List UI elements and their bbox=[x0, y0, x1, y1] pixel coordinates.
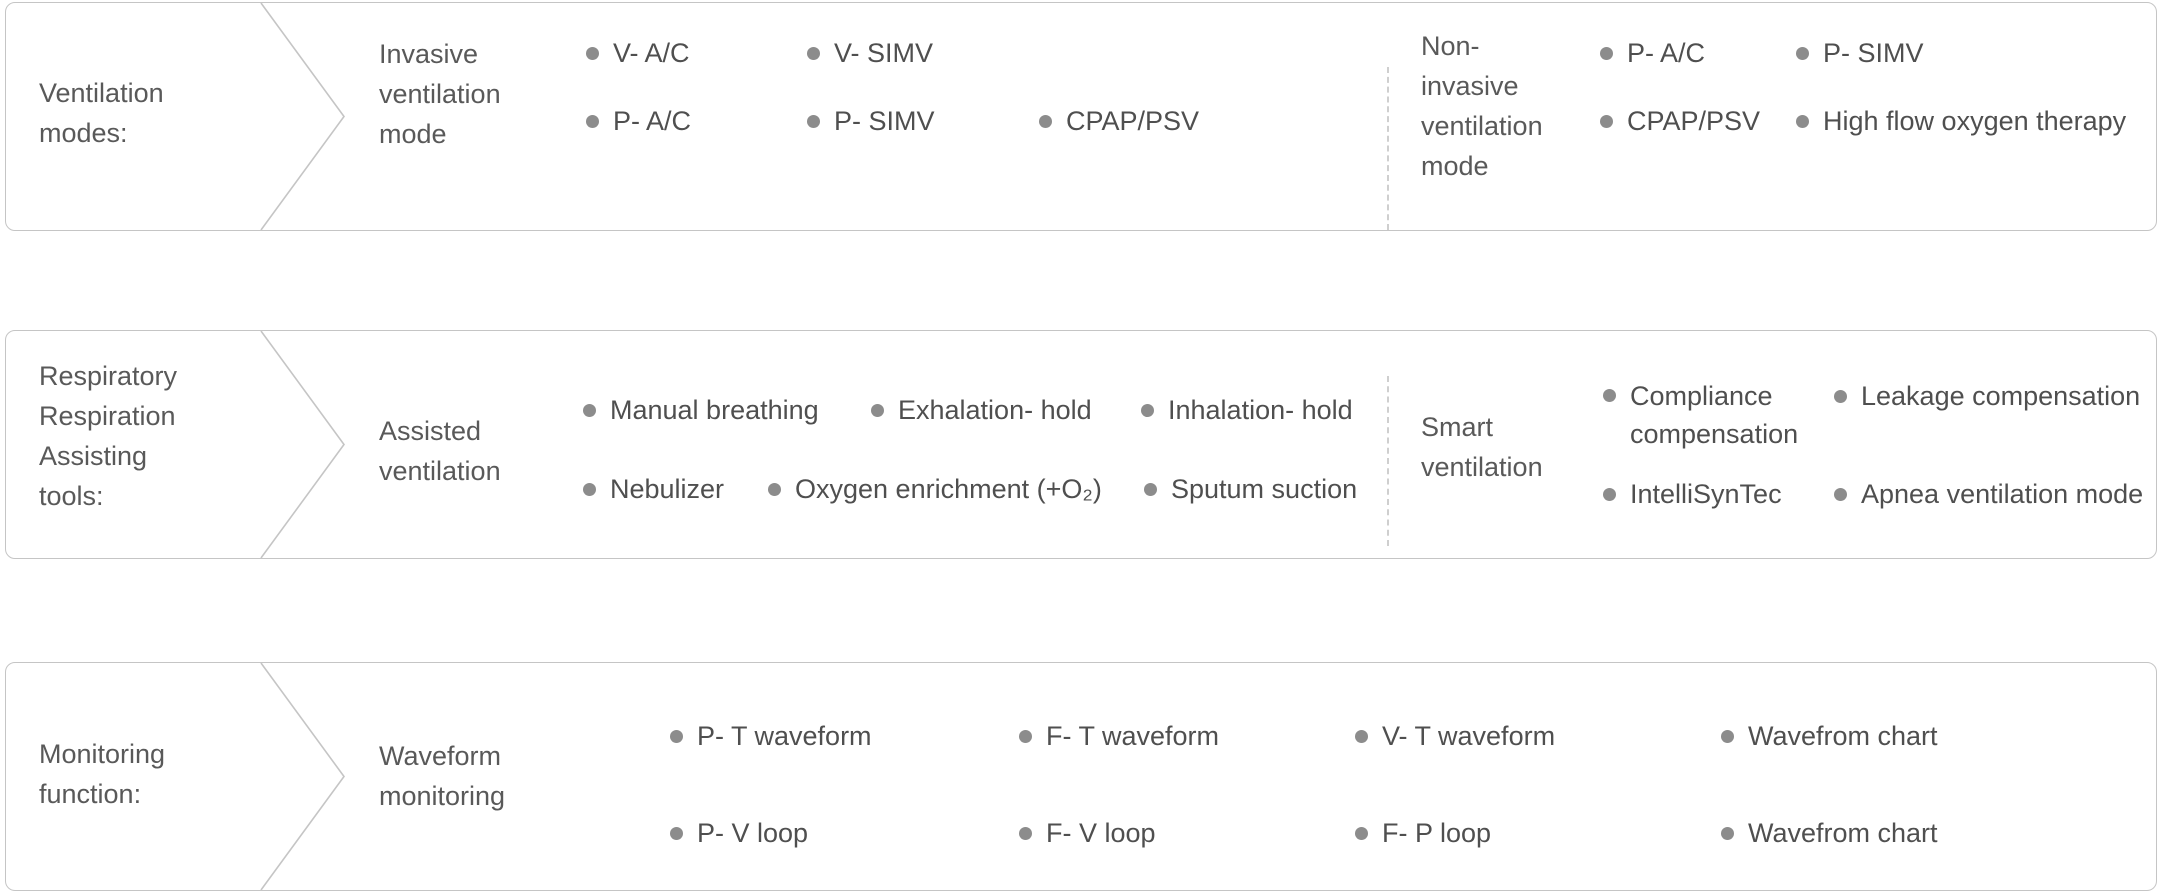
bullet-item: CPAP/PSV bbox=[1039, 105, 1199, 137]
bullet-item: Oxygen enrichment (+O₂) bbox=[768, 473, 1102, 505]
bullet-item: P- A/C bbox=[1600, 37, 1705, 69]
category-label: Respiratory Respiration Assisting tools: bbox=[39, 361, 178, 511]
bullet-item: V- A/C bbox=[586, 37, 690, 69]
bullet-item-label: Exhalation- hold bbox=[898, 395, 1092, 425]
bullet-icon bbox=[1039, 114, 1052, 128]
panel-monitoring-function: Monitoring function: Waveform monitoring… bbox=[5, 662, 2157, 891]
bullet-icon bbox=[670, 729, 683, 743]
bullet-item: Apnea ventilation mode bbox=[1834, 478, 2143, 510]
bullet-icon bbox=[1600, 114, 1613, 128]
bullet-item: P- V loop bbox=[670, 817, 808, 849]
bullet-item-label: V- SIMV bbox=[834, 38, 934, 68]
bullet-item: Exhalation- hold bbox=[871, 394, 1092, 426]
bullet-icon bbox=[807, 114, 820, 128]
bullet-item-label: Apnea ventilation mode bbox=[1861, 479, 2144, 509]
bullet-item: Leakage compensation bbox=[1834, 380, 2140, 412]
bullet-icon bbox=[586, 46, 599, 60]
bullet-icon bbox=[1721, 826, 1734, 840]
bullet-item: P- SIMV bbox=[1796, 37, 1924, 69]
bullet-item: P- A/C bbox=[586, 105, 691, 137]
bullet-icon bbox=[1796, 114, 1809, 128]
bullet-icon bbox=[1796, 46, 1809, 60]
bullet-icon bbox=[670, 826, 683, 840]
bullet-item: F- T waveform bbox=[1019, 720, 1219, 752]
bullet-icon bbox=[1834, 487, 1847, 501]
panel-ventilation-modes: Ventilation modes: Invasive ventilation … bbox=[5, 2, 2157, 231]
bullet-item-label: P- A/C bbox=[613, 106, 692, 136]
chevron-right-icon bbox=[260, 3, 345, 230]
bullet-item-label: Oxygen enrichment (+O₂) bbox=[795, 474, 1102, 504]
bullet-item-label: P- V loop bbox=[697, 818, 809, 848]
bullet-item-label: P- SIMV bbox=[1823, 38, 1924, 68]
bullet-item-label: F- V loop bbox=[1046, 818, 1156, 848]
bullet-item-label: Wavefrom chart bbox=[1748, 721, 1938, 751]
bullet-item-label: Inhalation- hold bbox=[1168, 395, 1353, 425]
bullet-icon bbox=[1603, 389, 1616, 402]
dashed-divider bbox=[1387, 67, 1389, 230]
bullet-item: P- SIMV bbox=[807, 105, 935, 137]
bullet-item-label: Wavefrom chart bbox=[1748, 818, 1938, 848]
bullet-item-label: CPAP/PSV bbox=[1627, 106, 1761, 136]
bullet-item: CPAP/PSV bbox=[1600, 105, 1760, 137]
bullet-item-label: Leakage compensation bbox=[1861, 381, 2141, 411]
bullet-item-label: Sputum suction bbox=[1171, 474, 1358, 504]
panel-respiratory-assisting-tools: Respiratory Respiration Assisting tools:… bbox=[5, 330, 2157, 559]
group-label-assisted-ventilation: Assisted ventilation bbox=[379, 416, 501, 486]
category-label: Monitoring function: bbox=[39, 739, 166, 809]
group-label-invasive: Invasive ventilation mode bbox=[379, 39, 501, 149]
group-label-smart-ventilation: Smart ventilation bbox=[1421, 412, 1543, 482]
group-label-waveform-monitoring: Waveform monitoring bbox=[379, 741, 506, 811]
bullet-icon bbox=[1721, 729, 1734, 743]
bullet-item-label: P- A/C bbox=[1627, 38, 1706, 68]
bullet-icon bbox=[1019, 826, 1032, 840]
bullet-item: Compliance compensation bbox=[1603, 377, 1815, 453]
bullet-item: IntelliSynTec bbox=[1603, 478, 1782, 510]
bullet-item: V- T waveform bbox=[1355, 720, 1555, 752]
bullet-icon bbox=[1144, 482, 1157, 496]
bullet-item-label: P- SIMV bbox=[834, 106, 935, 136]
bullet-icon bbox=[583, 482, 596, 496]
bullet-icon bbox=[1355, 826, 1368, 840]
bullet-icon bbox=[1019, 729, 1032, 743]
bullet-icon bbox=[583, 403, 596, 417]
bullet-icon bbox=[807, 46, 820, 60]
bullet-icon bbox=[1603, 487, 1616, 501]
bullet-item: F- V loop bbox=[1019, 817, 1156, 849]
bullet-item-label: V- A/C bbox=[613, 38, 690, 68]
bullet-item-label: P- T waveform bbox=[697, 721, 872, 751]
bullet-item-label: IntelliSynTec bbox=[1630, 479, 1782, 509]
bullet-icon bbox=[1834, 389, 1847, 403]
bullet-item-label: V- T waveform bbox=[1382, 721, 1556, 751]
bullet-icon bbox=[1141, 403, 1154, 417]
bullet-icon bbox=[768, 482, 781, 496]
bullet-item-label: F- T waveform bbox=[1046, 721, 1220, 751]
bullet-item-label: Nebulizer bbox=[610, 474, 725, 504]
bullet-item: V- SIMV bbox=[807, 37, 933, 69]
bullet-icon bbox=[586, 114, 599, 128]
chevron-right-icon bbox=[260, 663, 345, 890]
bullet-item: Inhalation- hold bbox=[1141, 394, 1353, 426]
bullet-icon bbox=[1355, 729, 1368, 743]
bullet-item-label: F- P loop bbox=[1382, 818, 1492, 848]
bullet-item: Wavefrom chart bbox=[1721, 720, 1938, 752]
group-label-non-invasive: Non- invasive ventilation mode bbox=[1421, 31, 1543, 181]
dashed-divider bbox=[1387, 376, 1389, 546]
category-label: Ventilation modes: bbox=[39, 78, 164, 148]
bullet-icon bbox=[1600, 46, 1613, 60]
bullet-item: Wavefrom chart bbox=[1721, 817, 1938, 849]
bullet-item: P- T waveform bbox=[670, 720, 872, 752]
bullet-item-label: High flow oxygen therapy bbox=[1823, 106, 2127, 136]
bullet-item-label: CPAP/PSV bbox=[1066, 106, 1200, 136]
bullet-item: Manual breathing bbox=[583, 394, 819, 426]
bullet-item-label: Manual breathing bbox=[610, 395, 819, 425]
bullet-icon bbox=[871, 403, 884, 417]
bullet-item: Sputum suction bbox=[1144, 473, 1357, 505]
bullet-item: F- P loop bbox=[1355, 817, 1491, 849]
bullet-item: Nebulizer bbox=[583, 473, 724, 505]
chevron-right-icon bbox=[260, 331, 345, 558]
bullet-item: High flow oxygen therapy bbox=[1796, 105, 2126, 137]
bullet-item-label: Compliance compensation bbox=[1630, 381, 1799, 449]
